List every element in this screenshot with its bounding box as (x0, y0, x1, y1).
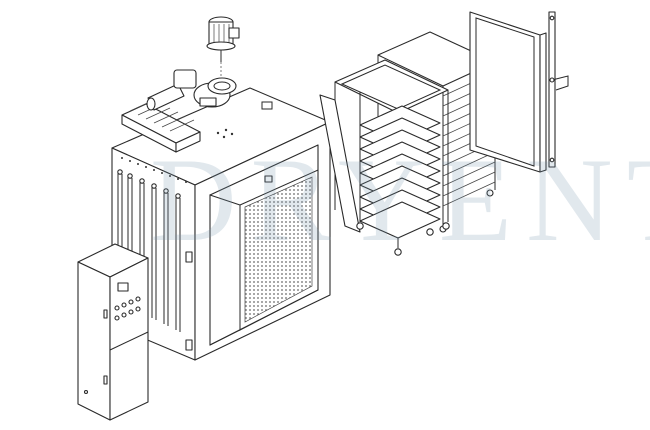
cabinet-door-split (109, 331, 149, 351)
blower-assembly (146, 69, 237, 111)
door-handle-lever (551, 75, 569, 91)
duct-fins (129, 99, 195, 132)
oven-door (469, 11, 547, 173)
trolley-side-panel (319, 94, 361, 233)
control-buttons (114, 296, 141, 321)
perforated-back-panel (244, 176, 313, 323)
upper-door-handle (103, 309, 108, 319)
heater-duct (121, 99, 201, 153)
rear-trolley-wheel (486, 189, 494, 197)
front-trolley-wheel (442, 222, 450, 230)
door-hinge-lower (185, 339, 193, 351)
blower-housing (173, 69, 197, 89)
door-edge (539, 32, 547, 173)
blower-cover (207, 77, 237, 95)
display-meter (117, 282, 129, 292)
duct-end (175, 131, 201, 153)
fan-motor (206, 16, 240, 76)
motor-junction-box (228, 27, 240, 39)
front-trolley-wheel (426, 228, 434, 236)
control-cabinet-front (109, 257, 149, 421)
motor-flange (206, 41, 236, 51)
heating-element-tubes (117, 169, 181, 332)
top-vent-port (261, 101, 273, 110)
cabinet-lock (83, 389, 89, 395)
side-indicator-dots (121, 157, 187, 183)
lower-door-handle (103, 375, 108, 385)
front-trolley-wheel (394, 248, 402, 256)
top-bolt-holes (216, 128, 234, 139)
tray-trolley-front (319, 59, 450, 256)
control-cabinet-side (77, 261, 111, 421)
control-cabinet (77, 243, 149, 421)
pipe-end (146, 97, 156, 111)
oven-cabinet (111, 87, 331, 361)
door-latch (264, 175, 273, 183)
blower-mount (199, 97, 217, 107)
front-trolley-shelves (359, 105, 441, 239)
front-trolley-wheel (356, 222, 364, 230)
inner-back-wall (239, 169, 319, 331)
door-hinge-upper (185, 251, 193, 263)
door-seal-bar (548, 11, 569, 168)
